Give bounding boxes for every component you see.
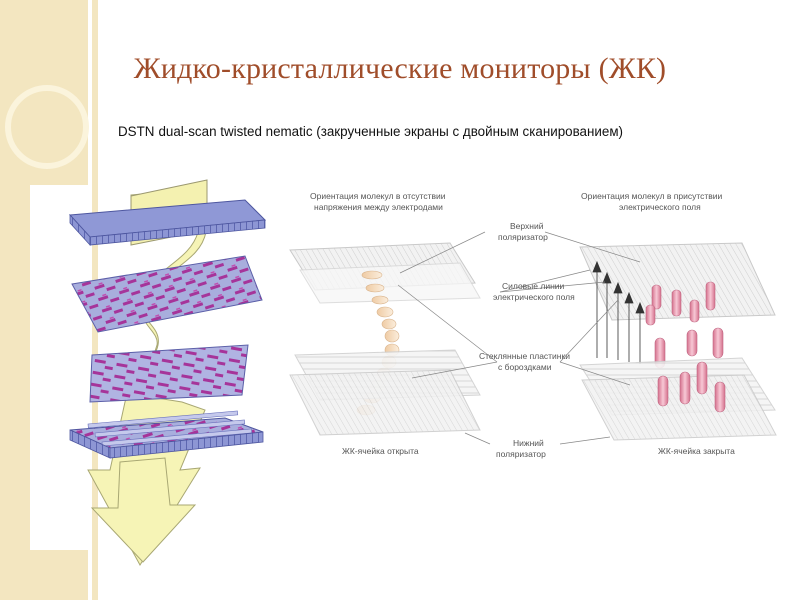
label-leader-lines [397,231,641,445]
white-panel-decoration [30,185,88,550]
label-orientation-no-voltage-1: Ориентация молекул в отсутствии [310,191,446,201]
electric-field-lines [592,260,645,364]
open-cell-top-glass [299,262,481,304]
closed-cell-molecules-lower [657,361,726,413]
closed-cell-bottom-polarizer [581,374,777,441]
label-orientation-no-voltage-2: напряжения между электродами [314,202,443,212]
label-orientation-field-1: Ориентация молекул в присутствии [581,191,723,201]
closed-cell-molecules-upper [645,281,716,326]
label-glass-plates-2: с бороздками [498,362,552,372]
top-plate-front [89,219,266,246]
subtitle-abbreviation: DSTN [118,124,155,139]
label-lower-polarizer-2: поляризатор [496,449,546,459]
diagram-labels: Ориентация молекул в отсутствии напряжен… [310,191,735,459]
exploded-lcd-stack [68,179,267,566]
molecule-layer-2 [89,344,249,403]
sidebar-circle-ornament [5,85,89,169]
label-cell-closed: ЖК-ячейка закрыта [658,446,735,456]
bottom-plate-grooves [87,410,253,447]
molecule-layer-1 [71,255,263,333]
label-field-lines-1: Силовые линии [502,281,565,291]
label-upper-polarizer-1: Верхний [510,221,544,231]
lcd-cells-diagram: Ориентация молекул в отсутствии напряжен… [289,191,777,459]
slide-title: Жидко-кристаллические мониторы (ЖК) [133,52,667,85]
label-lower-polarizer-1: Нижний [513,438,544,448]
label-glass-plates-1: Стеклянные пластинки [479,351,570,361]
label-cell-open: ЖК-ячейка открыта [342,446,419,456]
light-exit-arrow [90,457,197,563]
open-cell-bottom-polarizer [289,369,481,436]
closed-cell-molecules-middle [654,327,724,369]
label-upper-polarizer-2: поляризатор [498,232,548,242]
subtitle-text: dual-scan twisted nematic (закрученные э… [158,124,623,139]
bottom-plate-side [109,431,264,459]
label-orientation-field-2: электрического поля [619,202,701,212]
label-field-lines-2: электрического поля [493,292,575,302]
